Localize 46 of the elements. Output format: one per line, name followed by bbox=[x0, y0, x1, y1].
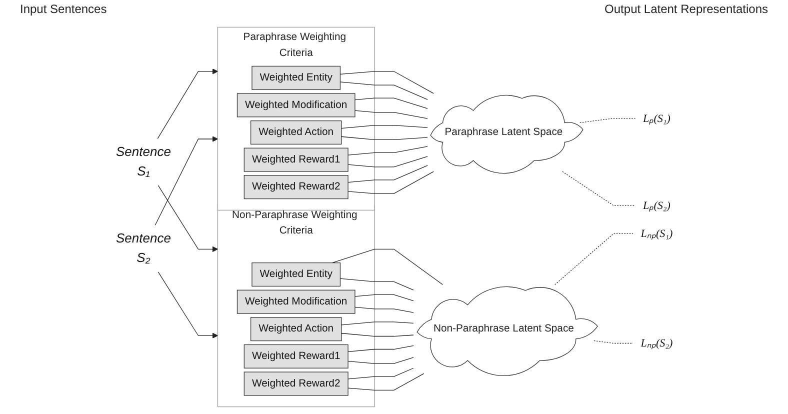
arrow bbox=[158, 185, 218, 252]
arrow bbox=[158, 272, 218, 338]
arrow bbox=[156, 68, 218, 139]
node-text: Lₚ(S₂) bbox=[642, 199, 670, 212]
node-text: Sentence S₂ bbox=[116, 232, 171, 266]
connector bbox=[593, 340, 633, 344]
connector bbox=[340, 322, 414, 326]
node-box: Weighted Reward2 bbox=[244, 372, 348, 396]
node-box: Weighted Modification bbox=[236, 290, 355, 314]
connector bbox=[562, 171, 636, 206]
node-text: Lₙₚ(S₁) bbox=[640, 227, 672, 240]
connector bbox=[347, 171, 434, 194]
connector bbox=[340, 136, 428, 140]
connector bbox=[354, 306, 414, 313]
connector bbox=[340, 332, 414, 337]
node-text: Sentence S₁ bbox=[116, 145, 171, 179]
connector bbox=[340, 125, 428, 129]
connector bbox=[354, 98, 428, 109]
connector bbox=[340, 71, 434, 94]
connector bbox=[340, 278, 414, 290]
node-box: Weighted Action bbox=[250, 317, 342, 342]
connector bbox=[347, 368, 414, 380]
connector bbox=[347, 165, 428, 183]
connector bbox=[354, 294, 414, 302]
node-box: Weighted Entity bbox=[251, 262, 340, 287]
connector bbox=[340, 82, 428, 100]
connector bbox=[554, 233, 633, 285]
connector bbox=[347, 357, 414, 364]
node-box: Weighted Reward1 bbox=[244, 148, 348, 172]
connector bbox=[347, 373, 424, 391]
connector bbox=[347, 345, 414, 352]
node-box: Weighted Entity bbox=[251, 66, 340, 90]
node-box: Weighted Modification bbox=[236, 93, 355, 118]
connector bbox=[347, 156, 428, 168]
node-text: Lₙₚ(S₂) bbox=[640, 336, 672, 350]
connector bbox=[354, 110, 428, 119]
node-box: Weighted Action bbox=[250, 120, 342, 145]
node-box: Weighted Reward1 bbox=[244, 344, 348, 368]
node-box: Weighted Reward2 bbox=[244, 175, 348, 200]
arrow bbox=[154, 136, 218, 226]
column-heading: Output Latent Representations bbox=[604, 2, 768, 18]
connector bbox=[579, 118, 636, 123]
connector bbox=[332, 248, 443, 285]
column-heading: Input Sentences bbox=[20, 2, 107, 18]
connector bbox=[347, 146, 428, 156]
node-text: Lₚ(S₁) bbox=[642, 112, 670, 124]
